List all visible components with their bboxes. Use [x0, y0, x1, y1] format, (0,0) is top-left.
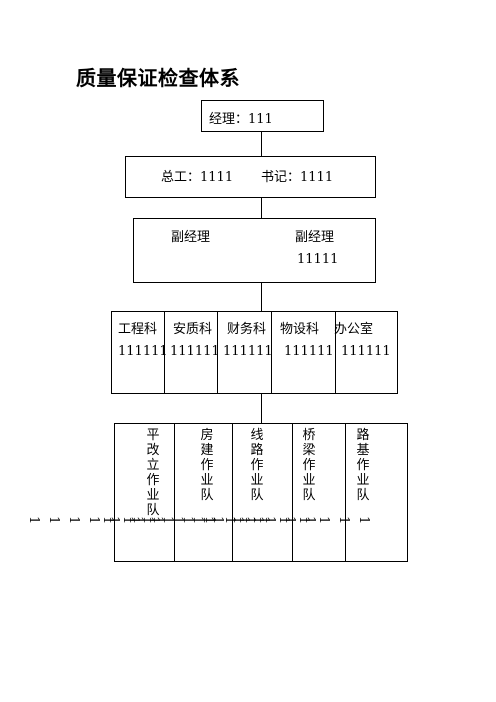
team-column: 线路作业队 1111111: [130, 428, 267, 524]
department-value: 111111: [118, 344, 168, 359]
manager-label: 经理：111: [209, 112, 273, 127]
team-name: 平改立作业队: [146, 428, 160, 518]
department-value: 111111: [223, 344, 273, 359]
department-value: 111111: [341, 344, 391, 359]
deputy-right-label: 副经理: [295, 230, 335, 245]
team-name: 线路作业队: [250, 428, 264, 503]
manager-box: 经理：111: [201, 100, 324, 132]
department-divider: [271, 312, 272, 393]
team-value: 111111: [100, 516, 215, 525]
chief-box: 总工：1111 书记：1111: [125, 156, 376, 198]
departments-box: 工程科 111111 安质科 111111 财务科 111111 物设科 111…: [111, 311, 398, 394]
department-divider: [335, 312, 336, 393]
team-value: 1111111: [130, 516, 265, 525]
team-value: 1111111: [236, 516, 371, 525]
chief-engineer-label: 总工：1111: [161, 170, 234, 185]
department-name: 办公室: [334, 322, 374, 337]
deputies-box: 副经理 副经理 11111: [133, 218, 376, 283]
team-divider: [345, 424, 346, 561]
team-value: 111111: [202, 516, 317, 525]
deputy-right-value: 11111: [297, 252, 339, 267]
page-title: 质量保证检查体系: [76, 66, 240, 90]
team-name: 房建作业队: [200, 428, 214, 503]
teams-box: 平改立作业队 1111111 房建作业队 111111 线路作业队 111111…: [26, 423, 408, 562]
connector-chief-deputies: [261, 197, 262, 218]
department-name: 财务科: [227, 322, 267, 337]
connector-departments-teams: [261, 393, 262, 423]
team-divider: [292, 424, 293, 561]
department-divider: [164, 312, 165, 393]
team-divider: [232, 424, 233, 561]
team-value: 1111111: [26, 516, 161, 525]
team-divider: [174, 424, 175, 561]
department-divider: [217, 312, 218, 393]
department-value: 111111: [284, 344, 334, 359]
team-column: 房建作业队 111111: [100, 428, 217, 524]
team-column: 路基作业队 1111111: [236, 428, 373, 524]
connector-manager-chief: [261, 131, 262, 156]
department-name: 安质科: [173, 322, 213, 337]
department-name: 工程科: [118, 322, 158, 337]
department-name: 物设科: [280, 322, 320, 337]
team-column: 平改立作业队 1111111: [26, 428, 163, 524]
team-column: 桥梁作业队 111111: [202, 428, 319, 524]
department-value: 111111: [170, 344, 220, 359]
team-name: 桥梁作业队: [302, 428, 316, 503]
party-secretary-label: 书记：1111: [261, 170, 334, 185]
deputy-left-label: 副经理: [171, 230, 211, 245]
team-name: 路基作业队: [356, 428, 370, 503]
connector-deputies-departments: [261, 282, 262, 311]
